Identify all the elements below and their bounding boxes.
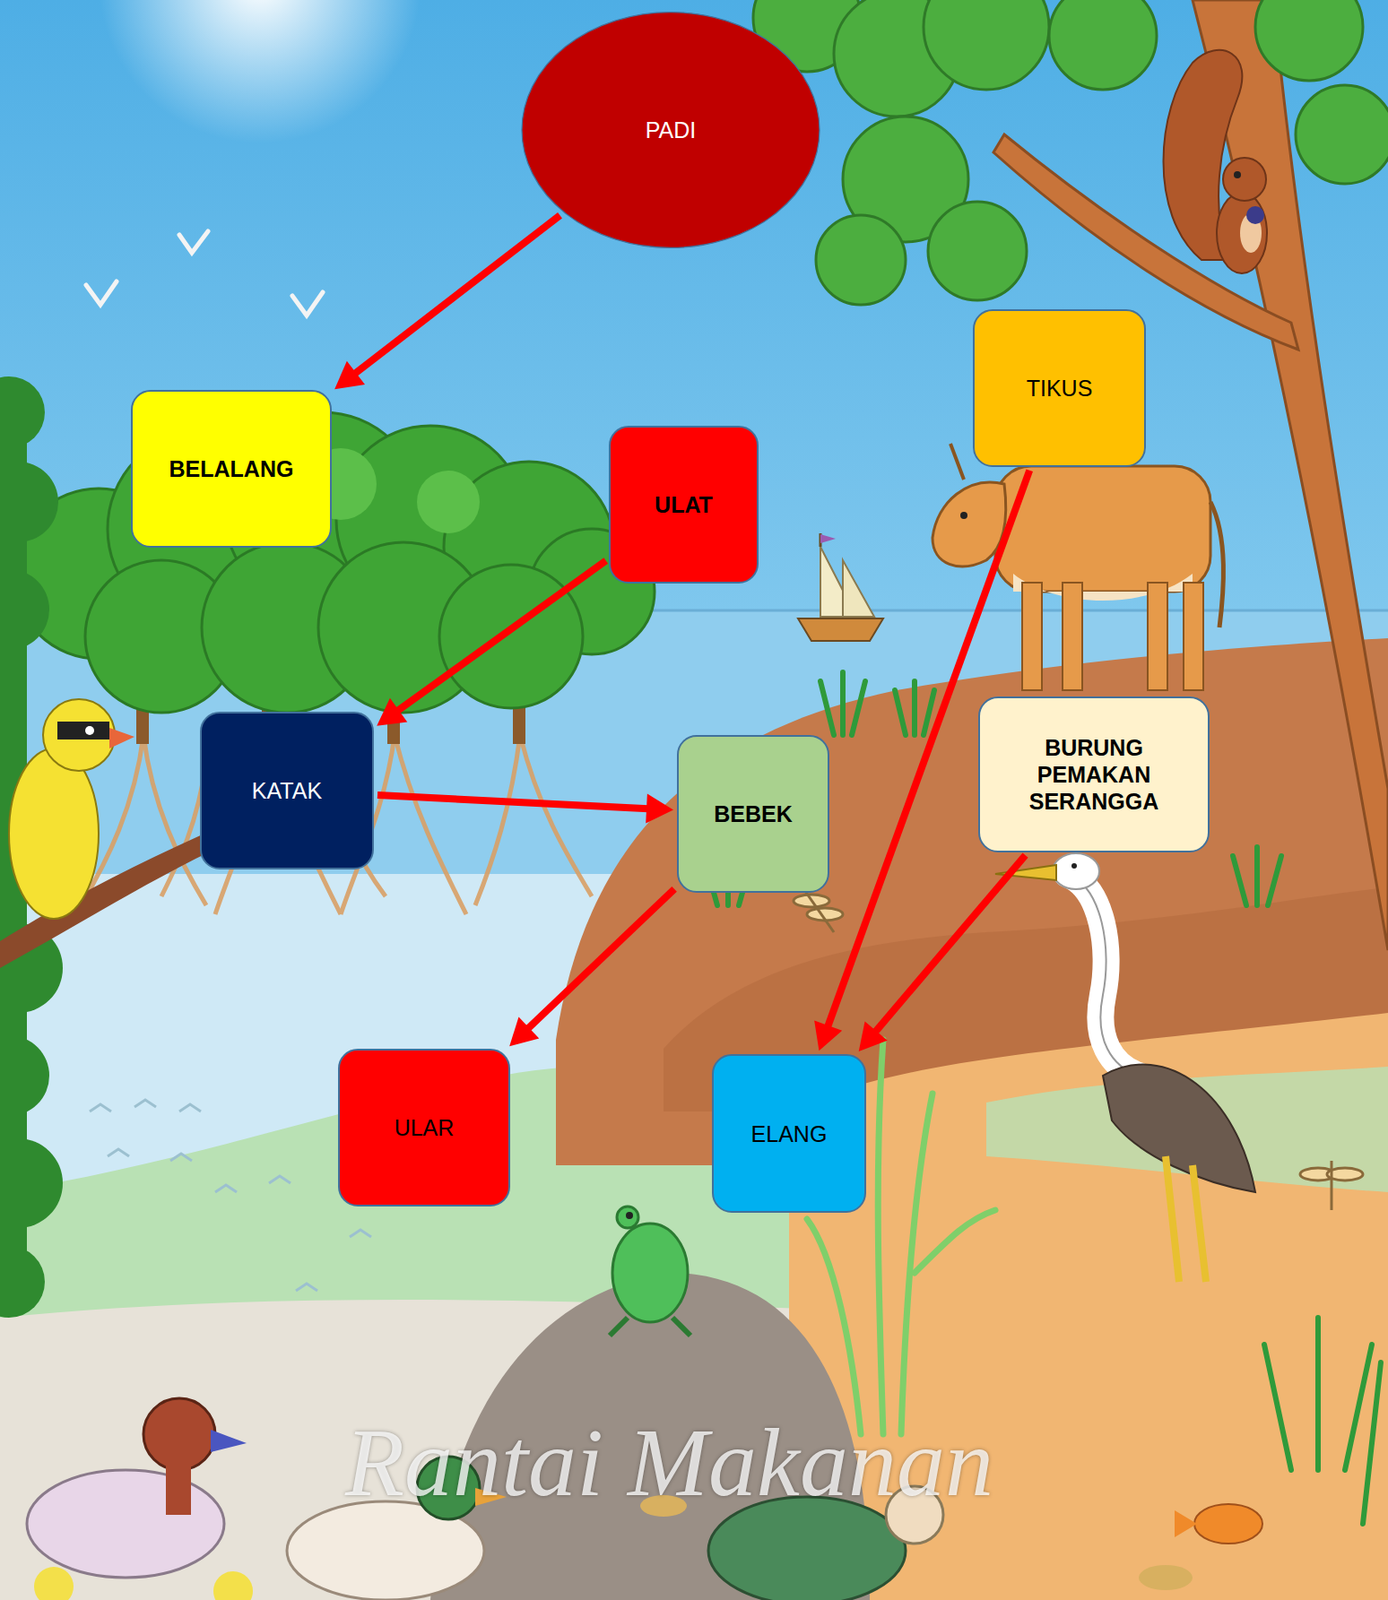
producer-ellipse: PADI [520, 10, 822, 250]
dragonflies [793, 887, 1363, 1211]
arrow-head [334, 361, 365, 390]
food-chain-arrow [858, 855, 1026, 1052]
food-chain-arrow [509, 889, 675, 1047]
node-label: BEBEK [713, 800, 793, 828]
food-chain-arrow [376, 561, 607, 727]
arrow-head [509, 1017, 539, 1048]
arrow-head [376, 698, 408, 727]
node-label: ELANG [751, 1120, 828, 1148]
consumer-box: ULAT [608, 425, 759, 584]
flying-birds [86, 231, 323, 316]
arrow-head [645, 794, 674, 825]
consumer-box: BURUNG PEMAKAN SERANGGA [978, 696, 1210, 853]
node-label: ULAR [394, 1114, 455, 1142]
node-label: PADI [645, 116, 697, 144]
node-label: BELALANG [169, 455, 295, 483]
arrow-head [814, 1020, 842, 1051]
squirrel [1163, 50, 1268, 274]
ship [798, 533, 884, 642]
node-label: ULAT [654, 491, 713, 519]
arrow-line [397, 561, 607, 712]
node-label: BURUNG PEMAKAN SERANGGA [1004, 734, 1184, 816]
yellow-bird [0, 699, 229, 969]
mangrove-trees [13, 412, 655, 915]
arrow-line [527, 889, 675, 1030]
consumer-box: KATAK [199, 711, 374, 870]
consumer-box: BELALANG [130, 390, 332, 548]
consumer-box: TIKUS [972, 309, 1146, 468]
arrow-line [875, 855, 1026, 1033]
water-ripples [89, 1100, 372, 1292]
node-label: KATAK [251, 777, 322, 805]
arrow-head [858, 1021, 888, 1052]
cow [932, 443, 1224, 691]
watermark: Rantai Makanan [345, 1407, 994, 1519]
arrow-line [354, 215, 560, 374]
node-label: TIKUS [1026, 374, 1094, 402]
food-chain-arrow [377, 794, 674, 825]
consumer-box: ULAR [338, 1049, 511, 1207]
consumer-box: BEBEK [676, 735, 830, 894]
heron [995, 853, 1256, 1283]
arrow-line [377, 795, 649, 809]
consumer-box: ELANG [711, 1054, 867, 1214]
food-chain-arrow [334, 215, 560, 390]
